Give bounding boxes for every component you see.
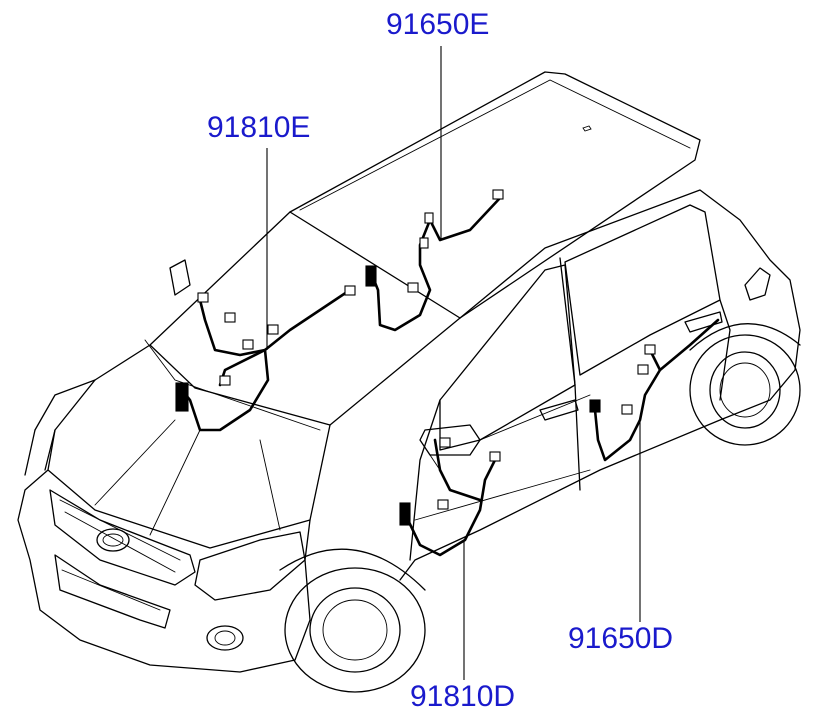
fuel-door — [744, 267, 771, 301]
part-label-roof-harness[interactable]: 91650E — [386, 8, 490, 41]
front-door-harness-wire — [406, 458, 497, 557]
dash-harness-wire — [180, 288, 352, 432]
fog-lamp — [206, 625, 244, 651]
windshield-outline — [149, 211, 461, 426]
lower-grille-outline — [54, 554, 171, 629]
front-bumper-outline — [17, 469, 311, 673]
side-body-outline — [399, 189, 801, 581]
part-label-dash-harness[interactable]: 91810E — [207, 111, 311, 144]
rear-door-harness-wire — [593, 318, 720, 462]
front-door-handle — [539, 399, 579, 421]
front-wheel — [284, 567, 426, 693]
rear-door-handle — [684, 311, 723, 333]
hood-outline — [47, 344, 331, 549]
part-label-rear-door-harness[interactable]: 91650D — [568, 622, 674, 655]
grille-outline — [49, 489, 196, 586]
headlight-outline — [194, 531, 306, 601]
left-front-fender — [24, 429, 56, 476]
rear-door-window — [564, 204, 721, 376]
interior-mirror — [169, 259, 191, 296]
front-door-window — [439, 264, 576, 451]
roof-harness-wire — [368, 196, 502, 332]
side-mirror — [419, 424, 481, 456]
part-label-front-door-harness[interactable]: 91810D — [410, 680, 516, 713]
rear-wheel — [689, 334, 801, 446]
logo-emblem — [96, 528, 130, 552]
